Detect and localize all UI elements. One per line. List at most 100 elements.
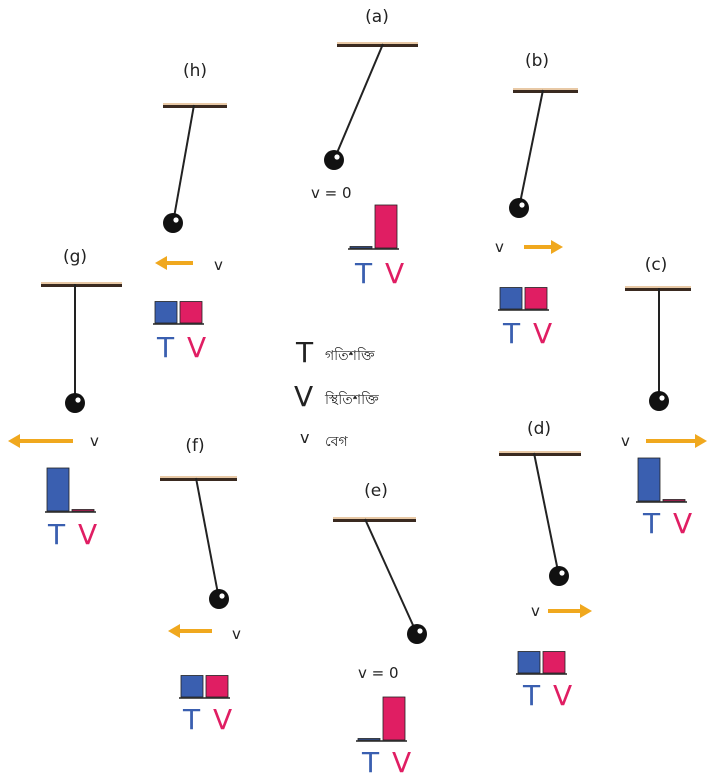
kinetic-label: T [156,331,175,364]
arrow-head-icon [580,604,592,618]
support-beam [41,284,122,287]
arrow-head-icon [551,240,563,254]
potential-energy-bar [71,509,95,512]
panel-label: (a) [365,7,389,27]
legend: T গতিশক্তি V স্থিতিশক্তি v বেগ [294,336,379,450]
bob-highlight [173,217,179,223]
velocity-label: v [531,602,540,620]
potential-energy-bar [542,651,566,674]
kinetic-energy-bar [180,675,204,698]
kinetic-label: T [47,518,66,551]
bob-highlight [219,593,225,599]
support-beam [499,453,581,456]
support-beam-highlight [333,517,416,520]
potential-label: V [187,331,206,364]
potential-energy-bar [205,675,229,698]
kinetic-energy-bar [357,738,381,741]
support-beam-highlight [337,42,418,45]
kinetic-energy-bar [517,651,541,674]
arrow-head-icon [8,434,20,448]
potential-label: V [78,518,97,551]
pendulum-icon [324,150,344,170]
arrow-head-icon [695,434,707,448]
pendulum-icon [209,589,229,609]
legend-t-symbol: T [295,336,314,369]
bob-highlight [559,570,565,576]
bob-highlight [659,395,665,401]
pendulum-string [195,477,220,600]
pendulum-string [172,104,195,224]
pendulum-icon [649,391,669,411]
velocity-label: v = 0 [311,184,352,202]
legend-velocity-text: বেগ [325,434,348,450]
velocity-label: v [90,432,99,450]
legend-t-text: গতিশক্তি [325,347,375,364]
potential-label: V [533,317,552,350]
panel-label: (f) [185,436,204,456]
kinetic-label: T [502,317,521,350]
support-beam-highlight [513,88,578,91]
legend-v-text: স্থিতিশক্তি [324,391,379,408]
velocity-label: v [232,625,241,643]
panel-label: (b) [525,51,549,71]
support-beam-highlight [625,286,691,289]
kinetic-label: T [361,746,380,775]
potential-energy-bar [374,204,398,249]
pendulum-icon [65,393,85,413]
legend-v-symbol: V [294,380,313,413]
kinetic-energy-bar [46,467,70,512]
support-beam [333,519,416,522]
potential-energy-bar [382,696,406,741]
potential-label: V [553,679,572,712]
kinetic-energy-bar [637,457,661,502]
pendulum-string [333,43,384,161]
velocity-label: v [495,238,504,256]
pendulum-icon [407,624,427,644]
pendulum-string [518,89,544,209]
support-beam-highlight [163,103,227,106]
panel-label: (e) [364,481,388,501]
pendulum-string [364,518,418,635]
kinetic-energy-bar [349,246,373,249]
arrow-head-icon [155,256,167,270]
potential-label: V [673,507,692,540]
kinetic-label: T [642,507,661,540]
kinetic-label: T [522,679,541,712]
potential-energy-bar [179,301,203,324]
support-beam [513,90,578,93]
support-beam [337,44,418,47]
panel-label: (h) [183,61,207,81]
arrow-head-icon [168,624,180,638]
support-beam [163,105,227,108]
potential-energy-bar [524,287,548,310]
bob-highlight [417,628,423,634]
bob-highlight [519,202,525,208]
support-beam-highlight [499,451,581,454]
support-beam-highlight [41,282,122,285]
panel-label: (g) [63,247,87,267]
pendulum-icon [549,566,569,586]
bob-highlight [75,397,81,403]
legend-velocity-symbol: v [300,428,309,447]
potential-energy-bar [662,499,686,502]
support-beam-highlight [160,476,237,479]
pendulum-icon [509,198,529,218]
pendulum-icon [163,213,183,233]
panel-label: (c) [645,255,668,275]
velocity-label: v [621,432,630,450]
kinetic-energy-bar [154,301,178,324]
potential-label: V [385,257,404,290]
support-beam [160,478,237,481]
kinetic-label: T [354,257,373,290]
potential-label: V [213,703,232,736]
